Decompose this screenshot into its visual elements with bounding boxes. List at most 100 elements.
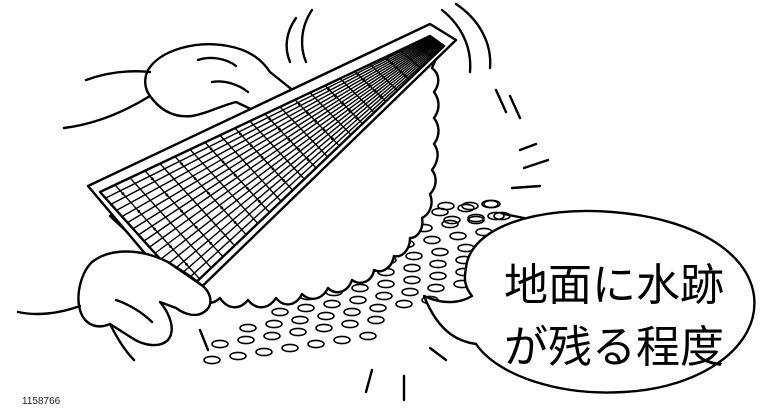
- water-drop: [323, 299, 341, 309]
- lower-hand: [16, 250, 212, 362]
- bubble-text-line1: 地面に水跡: [504, 260, 724, 311]
- water-drop: [315, 323, 333, 333]
- tray-dot: [206, 191, 210, 195]
- tray-dot: [209, 147, 213, 151]
- water-drop: [441, 219, 459, 229]
- tray-grid-line: [176, 44, 443, 279]
- tray-dot: [379, 95, 383, 99]
- tray-grid-line: [165, 42, 442, 267]
- water-drop: [467, 215, 485, 225]
- tray-dot: [428, 53, 432, 57]
- tray-grid-dots: [121, 43, 432, 266]
- water-drop: [429, 259, 447, 269]
- water-drop: [427, 283, 445, 293]
- tray-dot: [137, 209, 141, 213]
- tray-dot: [180, 209, 183, 213]
- tray-dot: [233, 220, 237, 224]
- tray-dot: [306, 111, 309, 115]
- tray-dot: [362, 78, 366, 82]
- tray-grid-line: [159, 42, 441, 261]
- water-drop: [281, 343, 299, 353]
- water-drop: [203, 355, 221, 365]
- tray-dot: [334, 94, 337, 98]
- tray-dot: [165, 193, 169, 197]
- water-drop: [461, 201, 479, 211]
- water-drop: [431, 247, 449, 257]
- lattice-tray: [86, 22, 458, 309]
- water-drop: [297, 303, 315, 313]
- tray-dot: [209, 241, 213, 245]
- water-drop: [423, 235, 441, 245]
- tray-dot: [297, 102, 301, 106]
- tray-dot: [193, 177, 197, 180]
- water-drop: [403, 263, 421, 273]
- tray-dot: [368, 84, 371, 87]
- tray-dot: [355, 116, 359, 120]
- tray-dot: [282, 179, 286, 182]
- water-drop: [367, 315, 385, 325]
- tray-grid-line: [154, 41, 440, 254]
- tray-dot: [418, 45, 422, 49]
- water-drop: [271, 307, 289, 317]
- tray-dot: [306, 158, 310, 161]
- water-drop: [343, 307, 361, 317]
- water-drop: [291, 315, 309, 325]
- tray-grid-line: [126, 38, 436, 224]
- image-id-label: 1158766: [22, 396, 61, 407]
- tray-dot: [153, 227, 157, 231]
- tray-dot: [257, 200, 261, 203]
- tray-grid-line: [143, 40, 438, 242]
- water-drop: [239, 323, 257, 333]
- water-drop: [333, 335, 351, 345]
- tray-dot: [271, 167, 275, 171]
- tray-dot: [415, 43, 419, 46]
- water-drop: [405, 251, 423, 261]
- tray-dot: [330, 137, 334, 141]
- water-drop: [449, 231, 467, 241]
- tray-dot: [260, 155, 264, 159]
- water-drop: [211, 339, 229, 349]
- splash-lines: [198, 2, 550, 402]
- water-drop: [437, 201, 455, 211]
- water-drop: [395, 299, 413, 309]
- tray-dot: [277, 127, 281, 131]
- water-drop: [341, 319, 359, 329]
- tray-dot: [185, 262, 188, 266]
- water-drop: [443, 215, 461, 225]
- water-drop: [375, 291, 393, 301]
- tray-dot: [390, 62, 394, 65]
- water-drop: [289, 327, 307, 337]
- water-drop: [377, 279, 395, 289]
- speech-bubble: 地面に水跡 が残る程度: [422, 209, 756, 394]
- tray-dot: [399, 70, 403, 74]
- tray-dot: [373, 89, 377, 93]
- tray-dot: [121, 192, 125, 196]
- tray-dot: [403, 74, 407, 78]
- water-drop: [265, 319, 283, 329]
- water-drop: [467, 213, 485, 223]
- tray-dot: [268, 117, 272, 121]
- tray-dot: [421, 48, 425, 52]
- tray-dot: [233, 173, 237, 177]
- tray-dot: [180, 162, 184, 166]
- tray-dot: [239, 132, 242, 136]
- tray-grid-line: [104, 35, 432, 199]
- tray-dot: [327, 87, 330, 91]
- water-drop: [255, 347, 273, 357]
- tray-grid-line: [110, 36, 433, 205]
- water-drop: [481, 199, 499, 209]
- tray-dot: [221, 160, 225, 164]
- water-drop: [359, 331, 377, 341]
- water-drop: [487, 211, 505, 221]
- tray-grid-line: [148, 40, 439, 248]
- tray-grid-line: [132, 39, 436, 230]
- tray-dot: [348, 109, 352, 112]
- water-drop: [429, 271, 447, 281]
- water-drop: [237, 335, 255, 345]
- water-drop: [307, 339, 325, 349]
- tray-dot: [297, 148, 300, 151]
- tray-dot: [341, 102, 344, 105]
- water-drop: [229, 351, 247, 361]
- tray-dot: [356, 72, 360, 76]
